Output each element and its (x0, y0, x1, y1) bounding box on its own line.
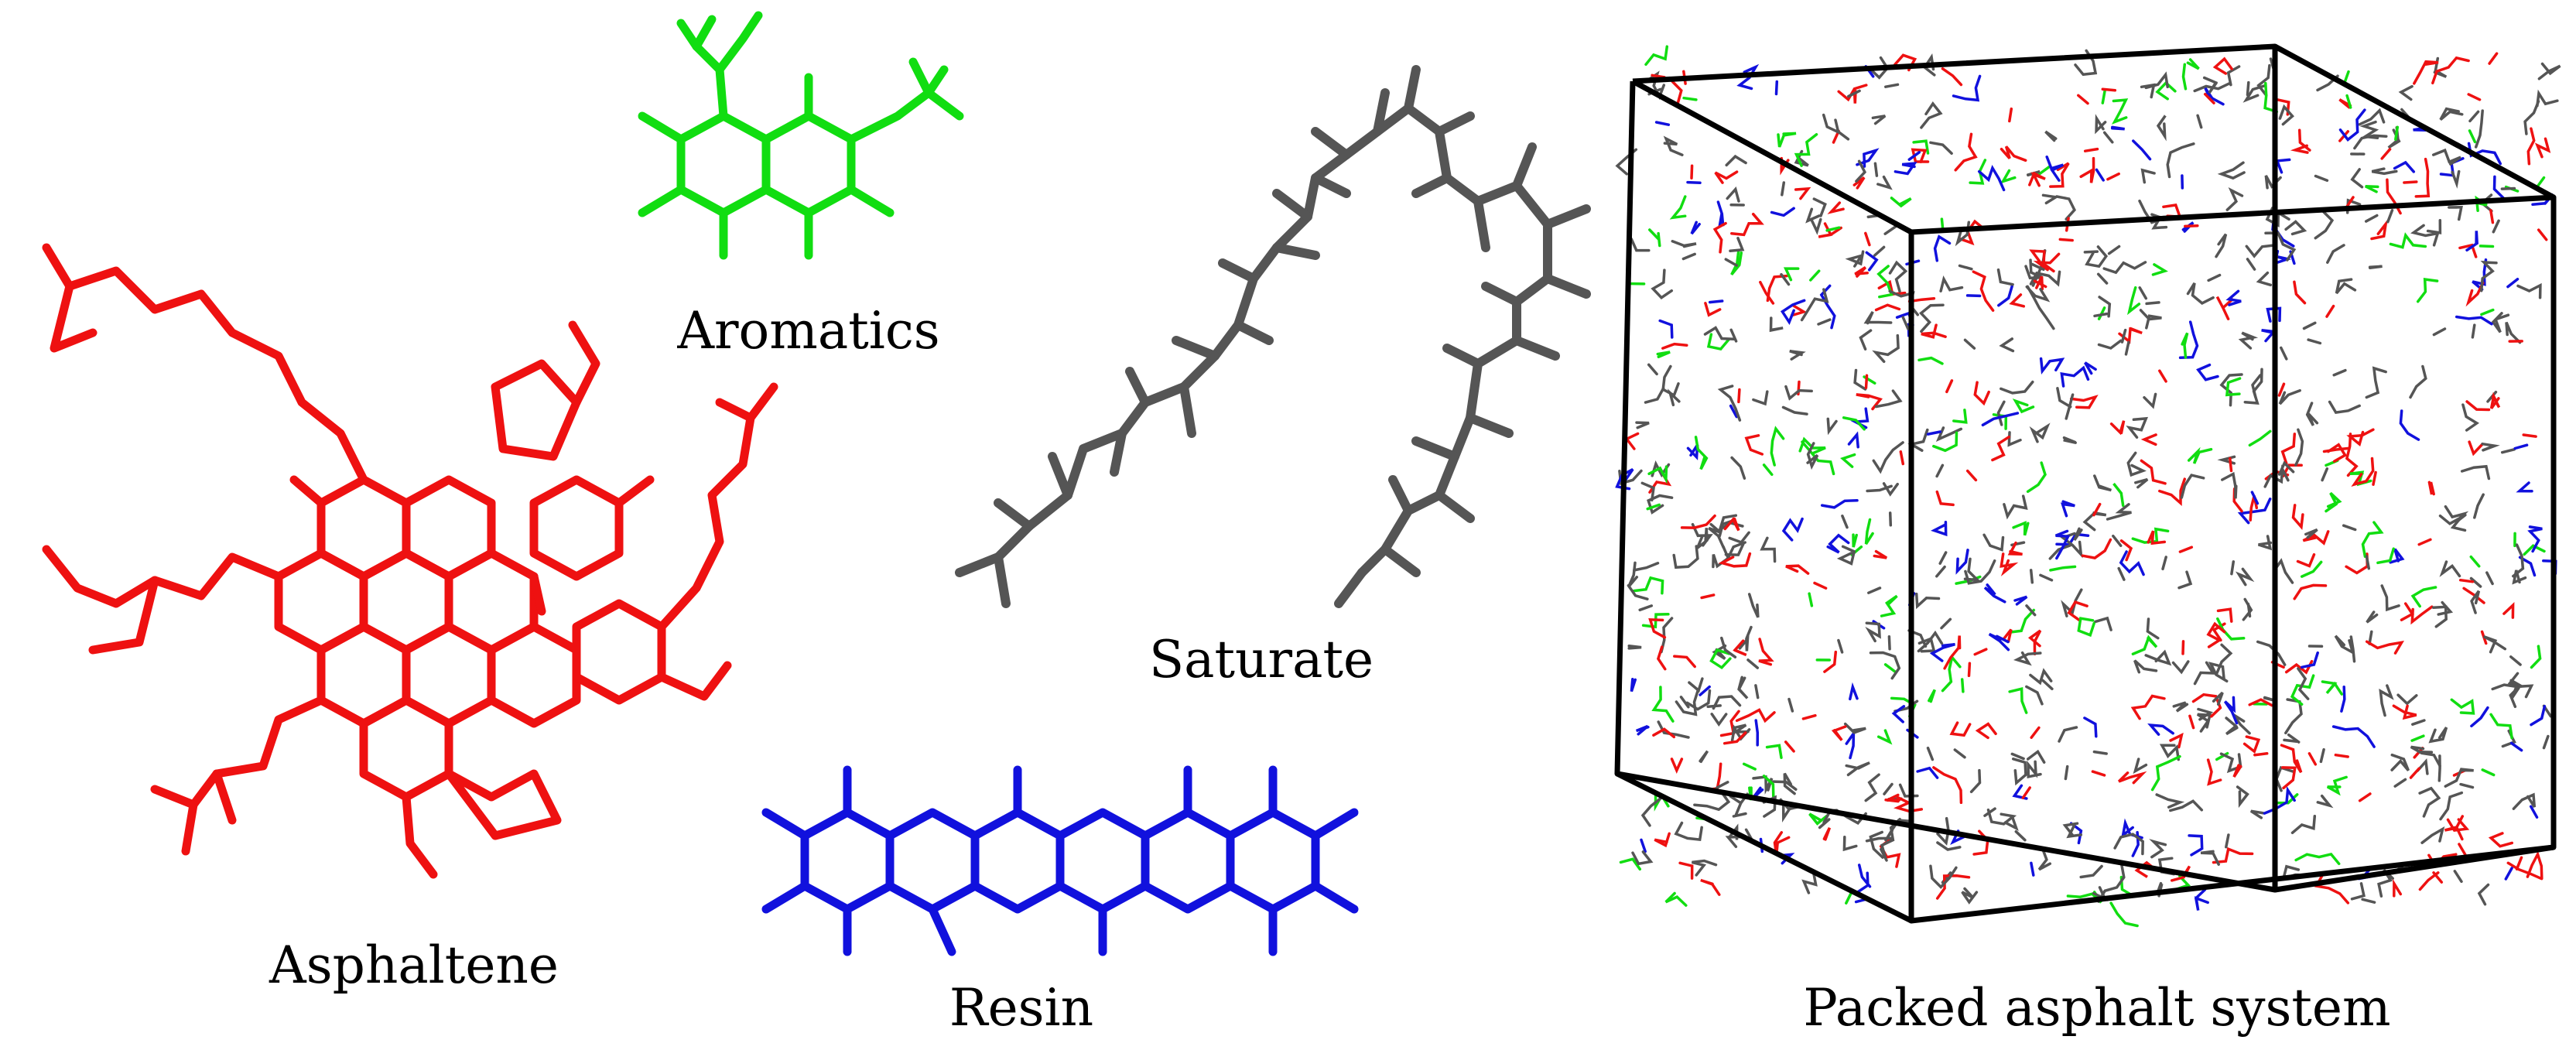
saturate-molecule (955, 65, 1591, 608)
asphaltene-molecule (42, 243, 778, 879)
aromatics-molecule (638, 11, 964, 260)
saturate-label: Saturate (1149, 630, 1374, 689)
packed-system-label: Packed asphalt system (1803, 978, 2390, 1038)
asphaltene-label: Asphaltene (269, 935, 559, 995)
simulation-box (1614, 43, 2557, 924)
resin-molecule (761, 765, 1359, 956)
packed-molecules (1615, 45, 2561, 928)
resin-label: Resin (949, 978, 1093, 1038)
aromatics-label: Aromatics (676, 301, 939, 361)
packed-asphalt-system (1614, 43, 2561, 928)
